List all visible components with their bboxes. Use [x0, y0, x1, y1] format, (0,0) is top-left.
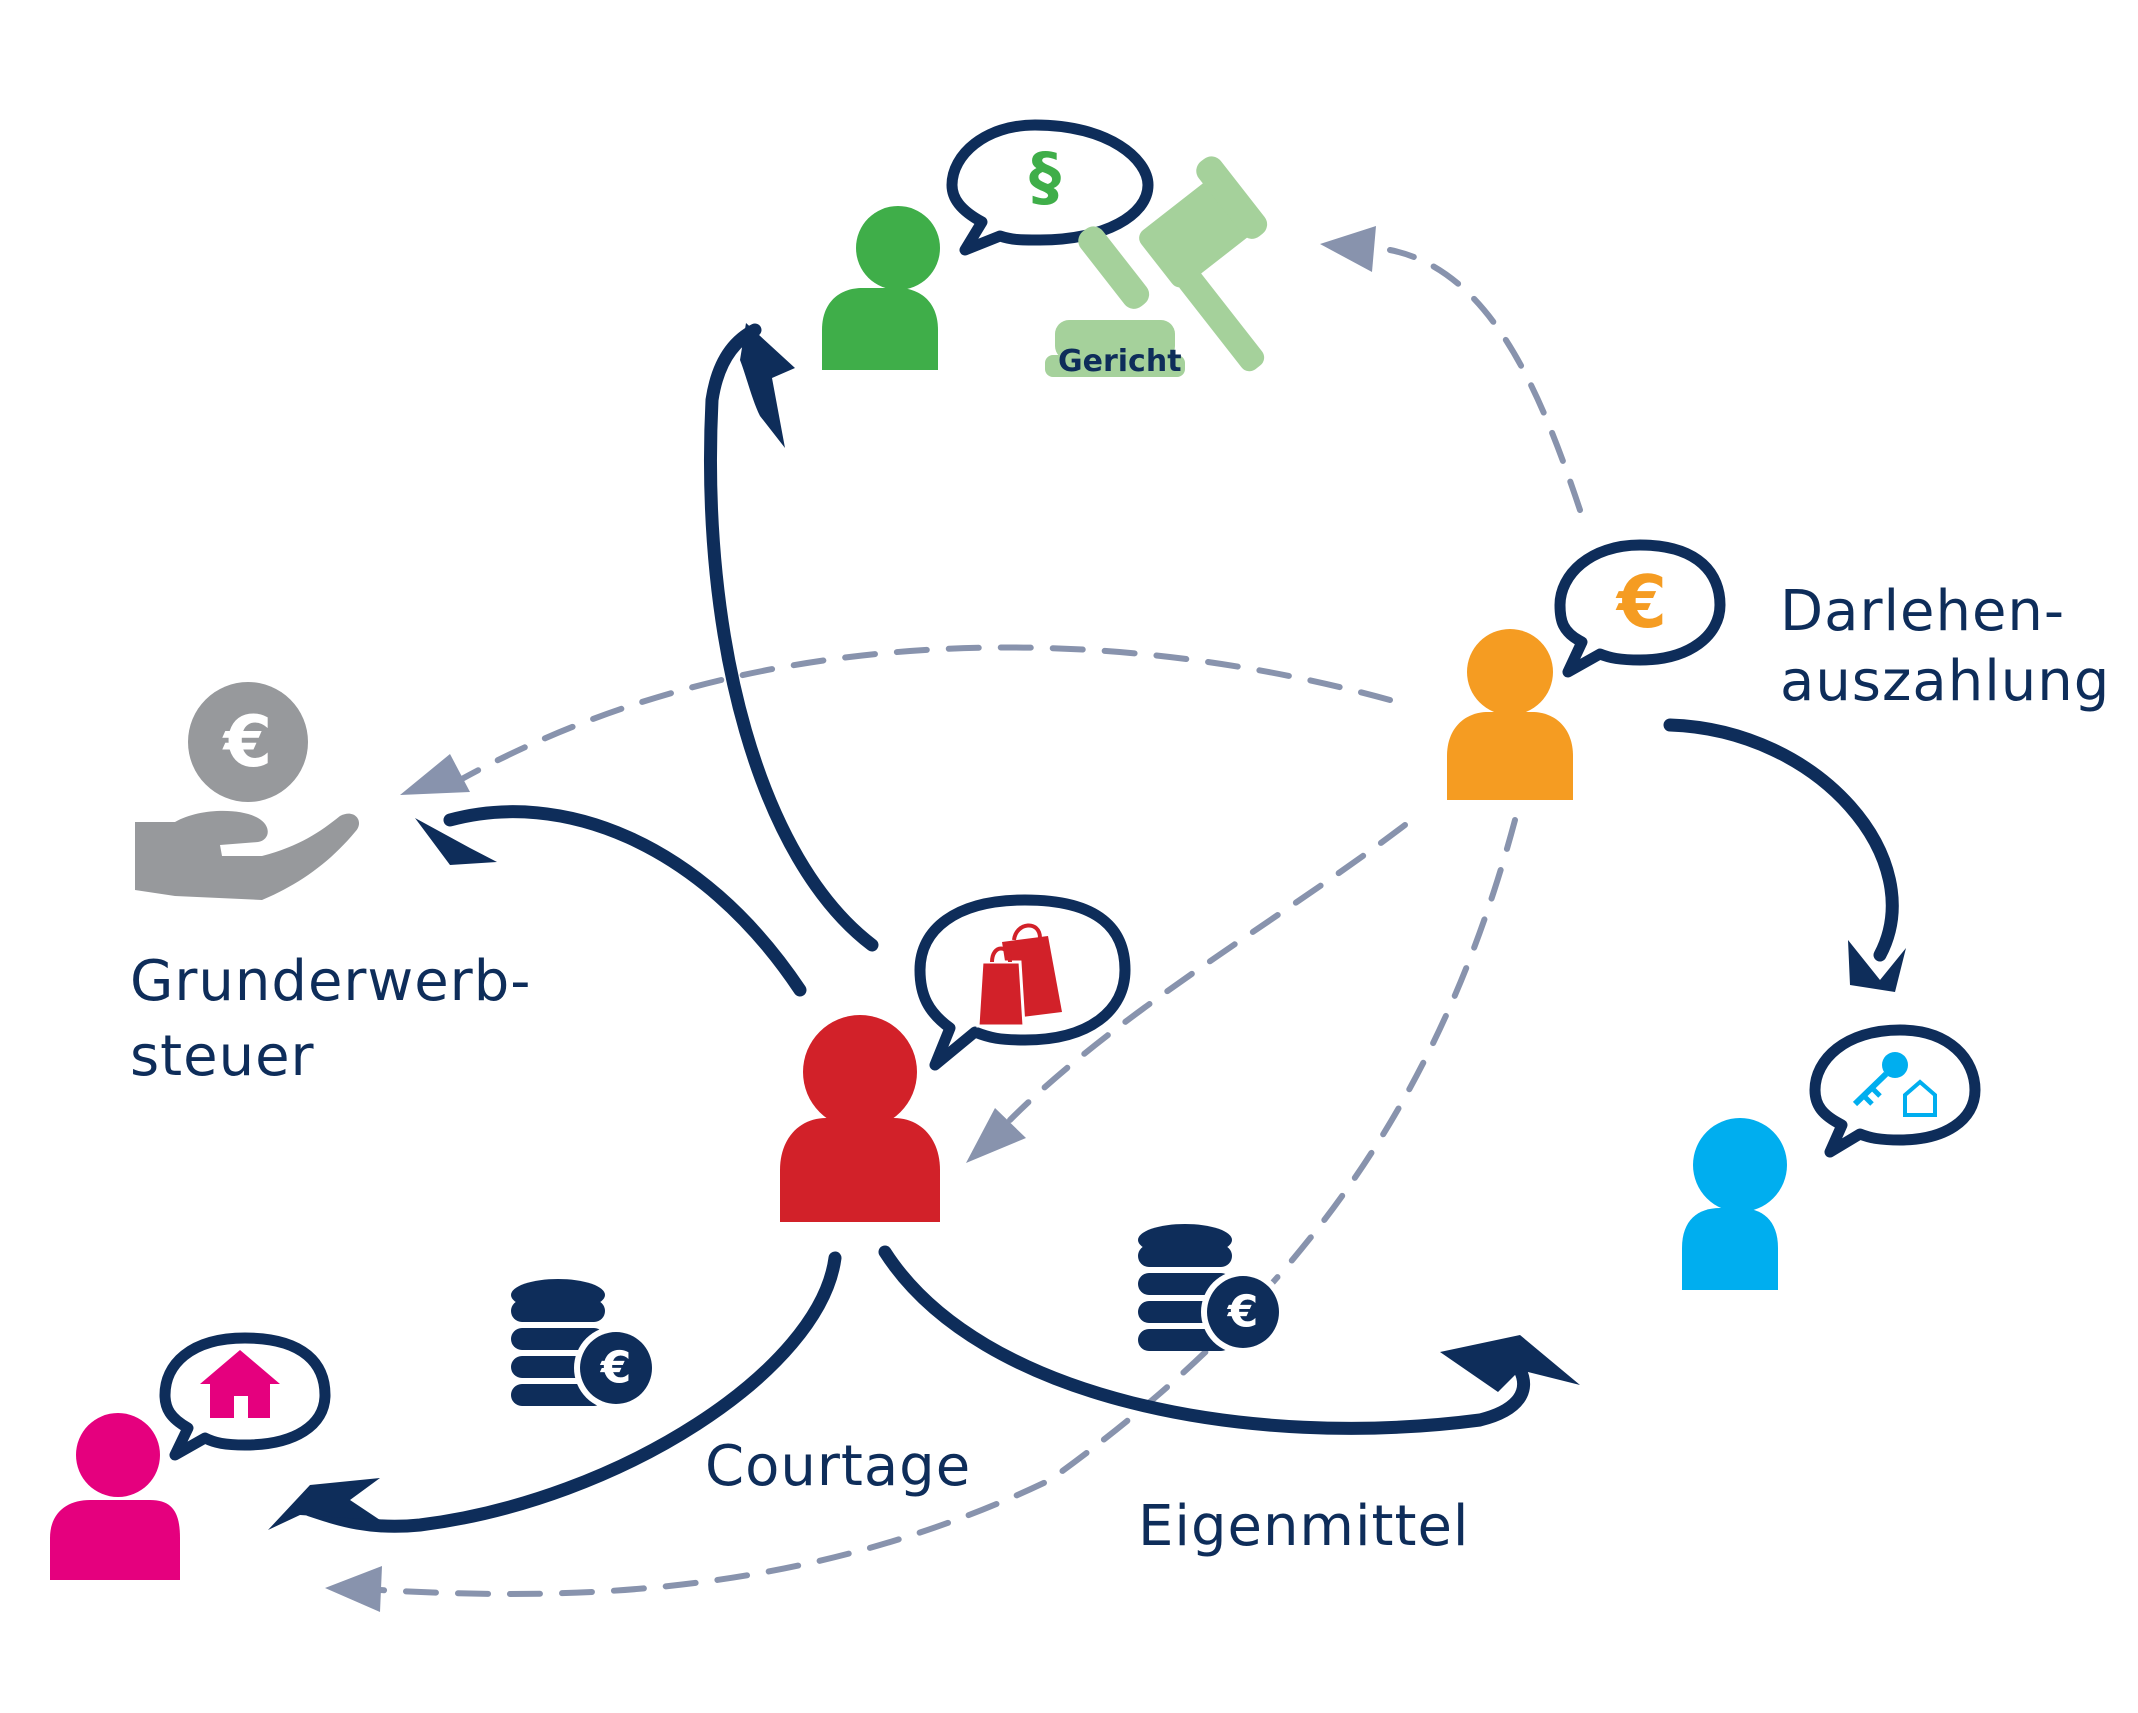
court-base-icon	[1045, 320, 1185, 377]
arrowhead-broker	[268, 1478, 380, 1530]
arrow-bank-to-blue	[1663, 718, 1899, 962]
coin-stack-icon-eigenmittel: €	[1138, 1224, 1285, 1354]
buyer-speech-bubble	[914, 894, 1131, 1071]
dashed-arrow-bank-to-court	[1387, 247, 1583, 513]
bank-person-icon	[1447, 629, 1573, 800]
euro-icon: €	[222, 701, 273, 783]
dashed-arrowhead-tax	[400, 754, 470, 795]
courtage-label: Courtage	[705, 1434, 971, 1499]
euro-icon: €	[600, 1343, 632, 1394]
eigenmittel-label: Eigenmittel	[1138, 1494, 1469, 1559]
dashed-arrow-bank-to-tax	[457, 644, 1393, 783]
dashed-arrow-bank-to-seller	[377, 817, 1518, 1597]
euro-icon: €	[1227, 1287, 1259, 1338]
coin-stack-icon-courtage: €	[511, 1279, 658, 1410]
arrowhead-notary	[740, 323, 795, 448]
darlehen-label-line2: auszahlung	[1780, 649, 2110, 714]
tax-coin-icon: €	[188, 682, 308, 802]
dashed-arrowhead-buyer	[966, 1108, 1026, 1163]
arrow-buyer-to-notary	[703, 323, 879, 952]
arrow-buyer-to-eigenmittel	[878, 1245, 1531, 1435]
darlehen-label-line1: Darlehen-	[1780, 579, 2065, 644]
arrow-buyer-to-broker	[303, 1251, 842, 1533]
dashed-arrowhead-court	[1320, 226, 1376, 272]
dashed-arrowhead-seller	[325, 1566, 382, 1612]
arrowhead-eigenmittel	[1440, 1335, 1580, 1392]
key-icon	[1852, 1052, 1937, 1117]
buyer-person-icon	[780, 1015, 940, 1222]
notary-person-icon	[822, 206, 940, 370]
broker-speech-bubble	[159, 1332, 331, 1461]
bank-speech-bubble: €	[1554, 539, 1726, 678]
grunderwerb-label-line2: steuer	[130, 1024, 315, 1089]
paragraph-icon: §	[1029, 141, 1061, 215]
seller-person-icon	[1682, 1118, 1787, 1290]
hand-with-coin-icon	[135, 810, 360, 900]
dashed-arrow-bank-to-buyer	[1007, 822, 1408, 1123]
notary-speech-bubble: §	[946, 119, 1154, 256]
gavel-icon	[1078, 156, 1268, 372]
arrowhead-blue	[1848, 940, 1906, 992]
seller-speech-bubble	[1809, 1024, 1981, 1158]
gericht-label: Gericht	[1058, 344, 1182, 379]
euro-icon: €	[1615, 560, 1667, 644]
arrow-buyer-to-tax	[443, 805, 807, 997]
house-icon	[200, 1350, 280, 1418]
broker-person-icon	[50, 1413, 180, 1580]
grunderwerb-label-line1: Grunderwerb-	[130, 949, 531, 1014]
shopping-bags-icon	[976, 923, 1062, 1028]
arrowhead-tax	[415, 818, 497, 865]
